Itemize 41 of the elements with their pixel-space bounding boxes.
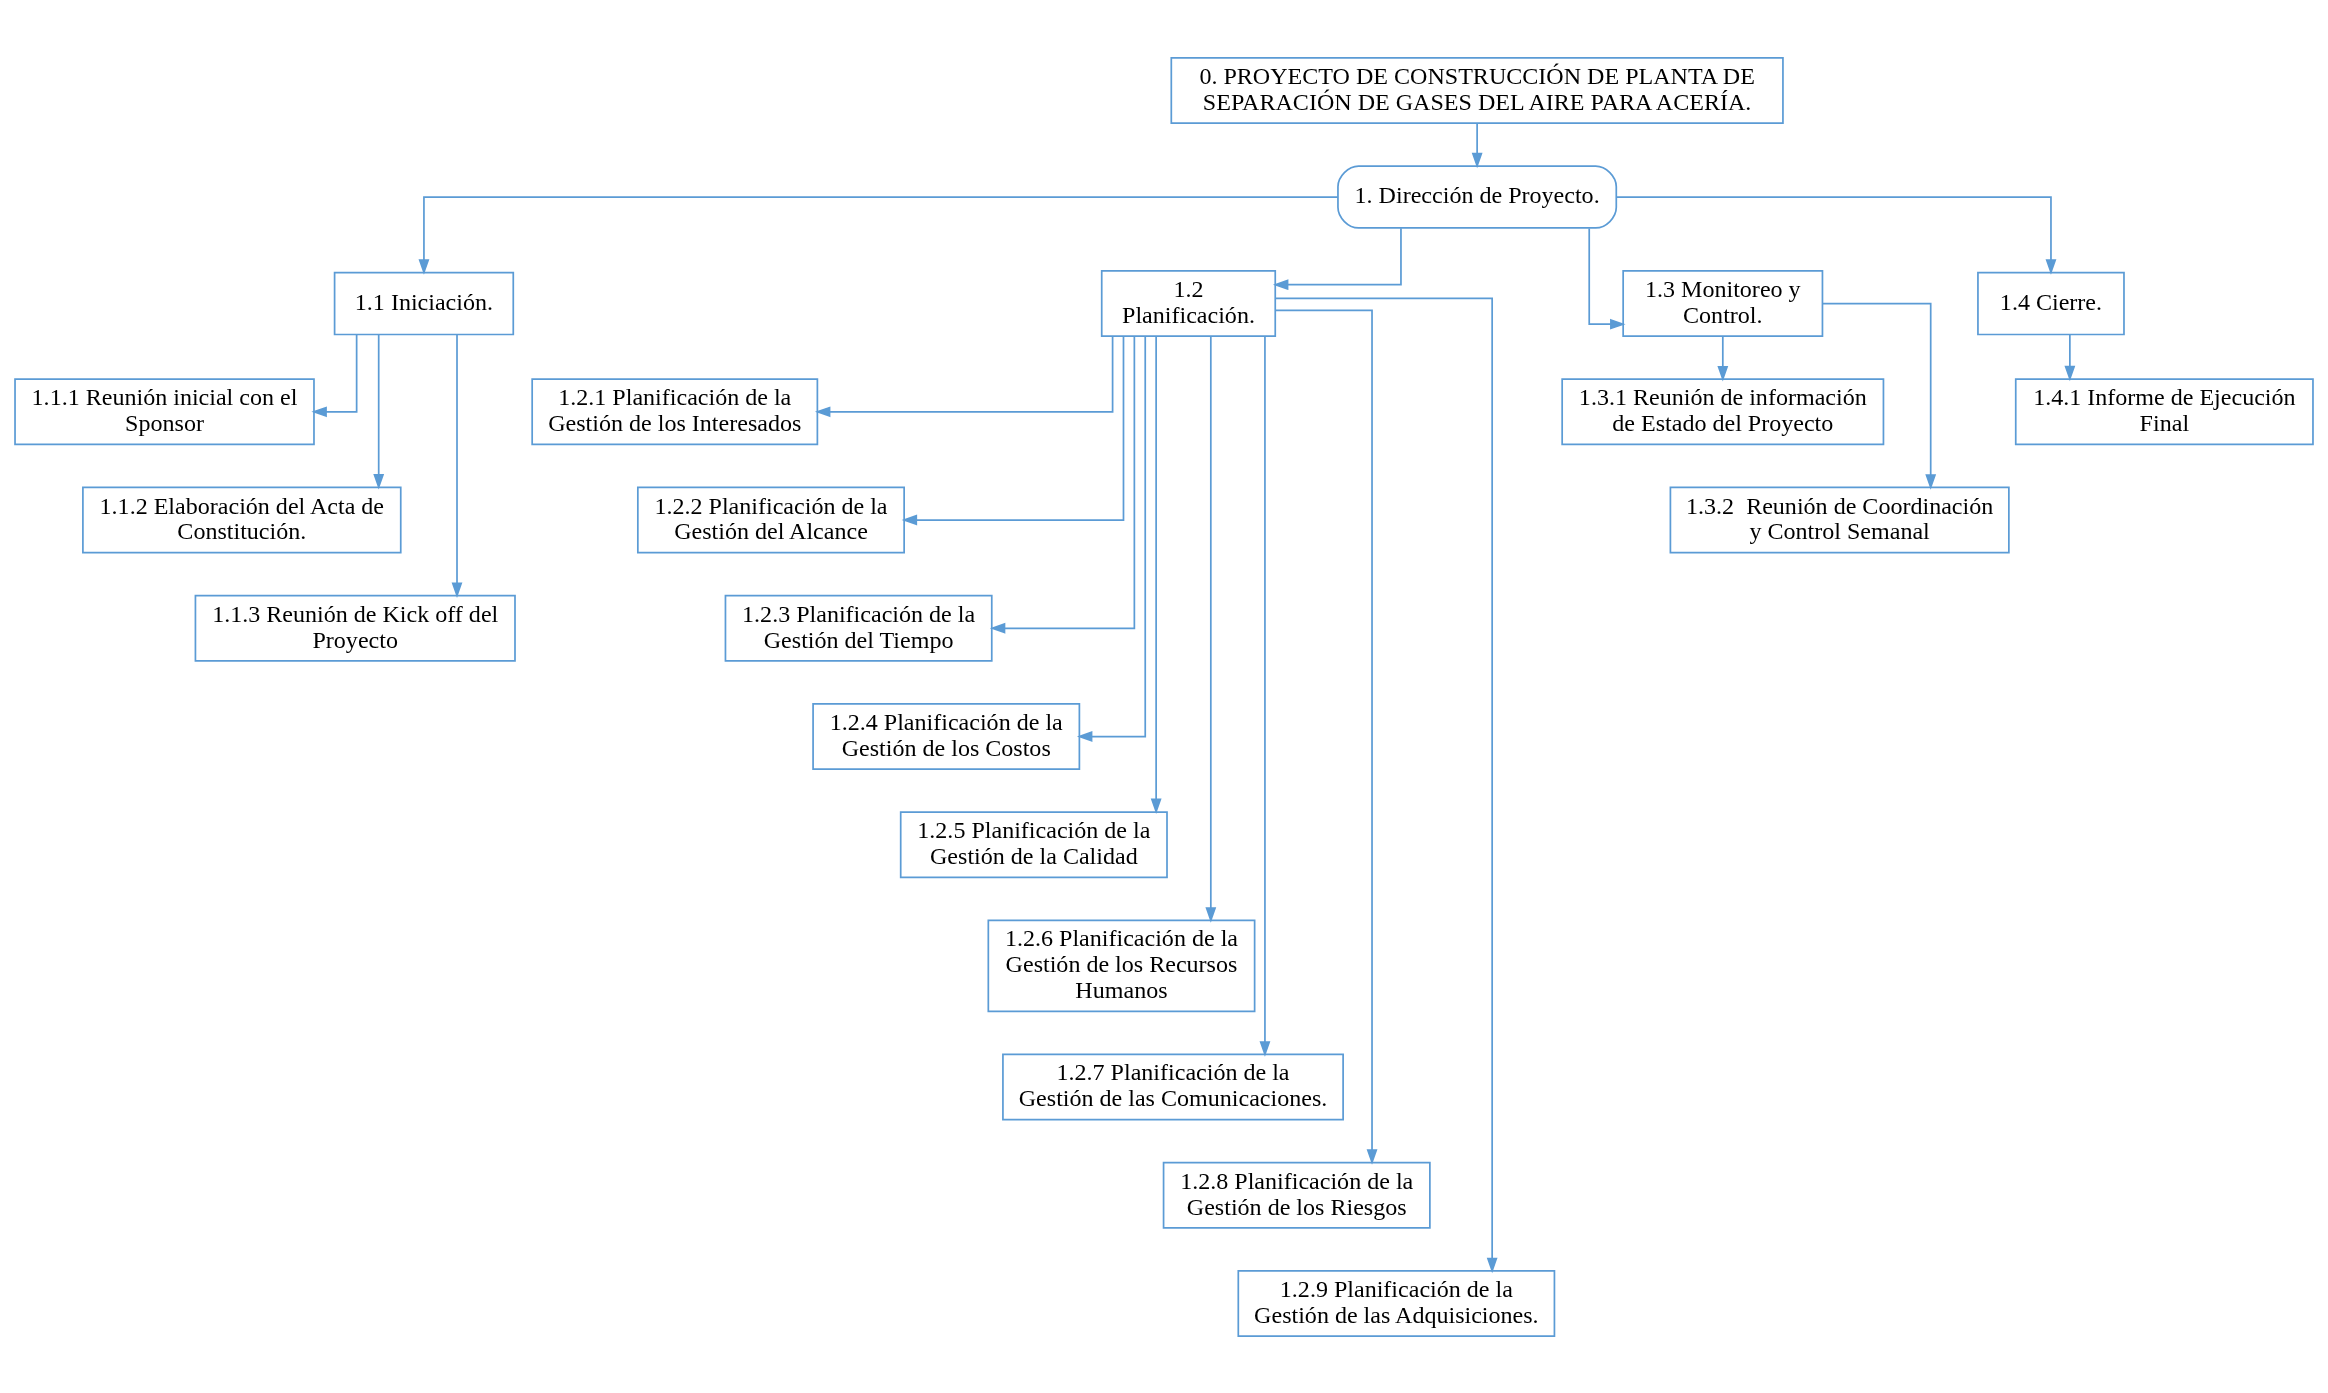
node-box: 1.4.1 Informe de Ejecución Final — [2014, 377, 2314, 445]
node-box: 1.2.1 Planificación de la Gestión de los Interesados — [531, 377, 819, 445]
node-box: 1.2.4 Planificación de la Gestión de los Costos — [812, 702, 1081, 770]
node-box: 1.3.1 Reunión de información de Estado del Proyecto — [1561, 377, 1885, 445]
arrow — [989, 335, 1136, 634]
node-box: 1.2.9 Planificación de la Gestión de las Adquisiciones. — [1237, 1269, 1556, 1337]
arrow — [1588, 227, 1626, 330]
arrow — [1717, 335, 1729, 382]
arrow — [451, 333, 463, 598]
node-box: 1.2.7 Planificación de la Gestión de las Comunicaciones. — [1002, 1053, 1344, 1120]
node-box: 1.2.2 Planificación de la Gestión del Alcance — [637, 486, 905, 554]
arrow — [1274, 297, 1498, 1273]
node-box: 1.3.2 Reunión de Coordinación y Control Semanal — [1669, 486, 2010, 554]
arrow — [814, 335, 1114, 417]
node-box: 1.2.5 Planificación de la Gestión de la Calidad — [899, 810, 1168, 878]
arrow — [1471, 122, 1483, 168]
node-box: 1.1.2 Elaboración del Acta de Constitución. — [82, 486, 402, 554]
node-box: 1.2.6 Planificación de la Gestión de los Recursos Humanos — [987, 919, 1256, 1012]
arrow — [901, 335, 1125, 525]
arrow — [1150, 335, 1162, 814]
arrow — [418, 195, 1339, 275]
node-box: 1.4 Cierre. — [1977, 271, 2125, 335]
arrow — [1272, 226, 1402, 290]
node-box: 1. Dirección de Proyecto. — [1337, 164, 1618, 229]
arrow — [373, 333, 385, 490]
node-box: 1.2.8 Planificación de la Gestión de los Riesgos — [1162, 1161, 1431, 1229]
node-box: 0. PROYECTO DE CONSTRUCCIÓN DE PLANTA DE SEPARACIÓN DE GASES DEL AIRE PARA ACERÍA. — [1170, 56, 1784, 124]
arrow — [1076, 335, 1147, 742]
node-box: 1.1 Iniciación. — [333, 271, 515, 335]
arrow — [2064, 333, 2076, 381]
arrow — [1205, 335, 1217, 923]
node-box: 1.2.3 Planificación de la Gestión del Tiempo — [724, 594, 993, 662]
node-box: 1.1.1 Reunión inicial con el Sponsor — [14, 377, 315, 445]
arrow — [1615, 195, 2057, 275]
node-box: 1.2 Planificación. — [1100, 269, 1277, 337]
arrow — [1821, 302, 1937, 490]
node-box: 1.1.3 Reunión de Kick off del Proyecto — [194, 594, 516, 662]
arrow — [311, 333, 358, 417]
node-box: 1.3 Monitoreo y Control. — [1622, 269, 1824, 337]
arrow — [1274, 309, 1378, 1165]
arrow — [1259, 334, 1271, 1057]
